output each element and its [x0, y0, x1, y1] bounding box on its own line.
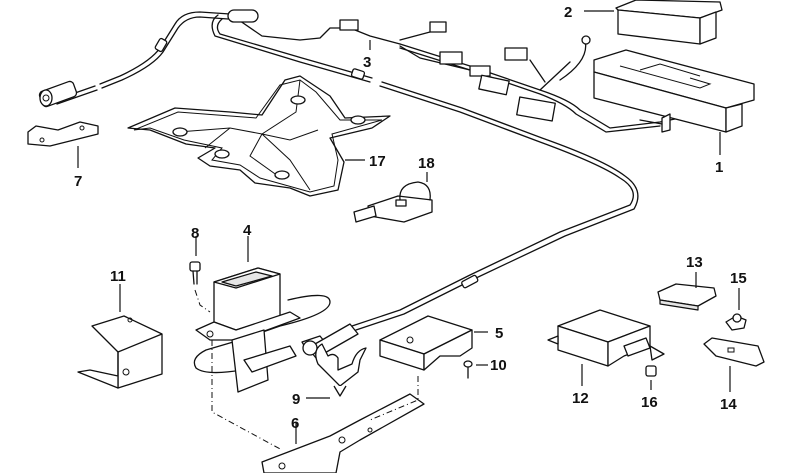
part-15-clip[interactable]	[725, 313, 747, 331]
part-16-nut[interactable]	[645, 365, 657, 377]
label-part-3: 3	[363, 54, 371, 71]
part-7-bracket[interactable]	[27, 121, 99, 147]
label-part-2: 2	[564, 4, 572, 21]
label-part-15: 15	[730, 270, 747, 287]
part-5-module[interactable]	[379, 315, 473, 371]
label-part-8: 8	[191, 225, 199, 242]
label-part-6: 6	[291, 415, 299, 432]
label-part-10: 10	[490, 357, 507, 374]
part-13-pad[interactable]	[657, 283, 717, 311]
label-part-11: 11	[110, 268, 126, 285]
part-1-housing[interactable]	[593, 49, 755, 133]
label-part-1: 1	[715, 159, 723, 176]
round-connector	[38, 80, 78, 108]
label-part-13: 13	[686, 254, 703, 271]
label-part-4: 4	[243, 222, 252, 239]
cable-sleeve	[227, 9, 259, 23]
part-11-holder-bracket[interactable]	[77, 315, 163, 389]
label-part-16: 16	[641, 394, 658, 411]
label-part-5: 5	[495, 325, 503, 342]
part-8-screw[interactable]	[189, 261, 211, 313]
part-18-connector-module[interactable]	[353, 181, 433, 223]
leader-lines	[77, 10, 740, 444]
part-9-clip[interactable]	[315, 343, 367, 397]
wiring-harness[interactable]	[38, 9, 681, 331]
label-part-9: 9	[292, 391, 300, 408]
label-part-18: 18	[418, 155, 435, 172]
label-part-12: 12	[572, 390, 589, 407]
part-17-antenna-mat[interactable]	[127, 75, 391, 197]
part-10-screw[interactable]	[463, 360, 473, 379]
part-14-holder[interactable]	[703, 337, 765, 367]
label-part-17: 17	[369, 153, 386, 170]
part-2-cover[interactable]	[615, 0, 723, 45]
part-6-plate[interactable]	[211, 340, 425, 473]
label-part-7: 7	[74, 173, 82, 190]
label-part-14: 14	[720, 396, 737, 413]
part-12-control-module[interactable]	[547, 309, 665, 367]
